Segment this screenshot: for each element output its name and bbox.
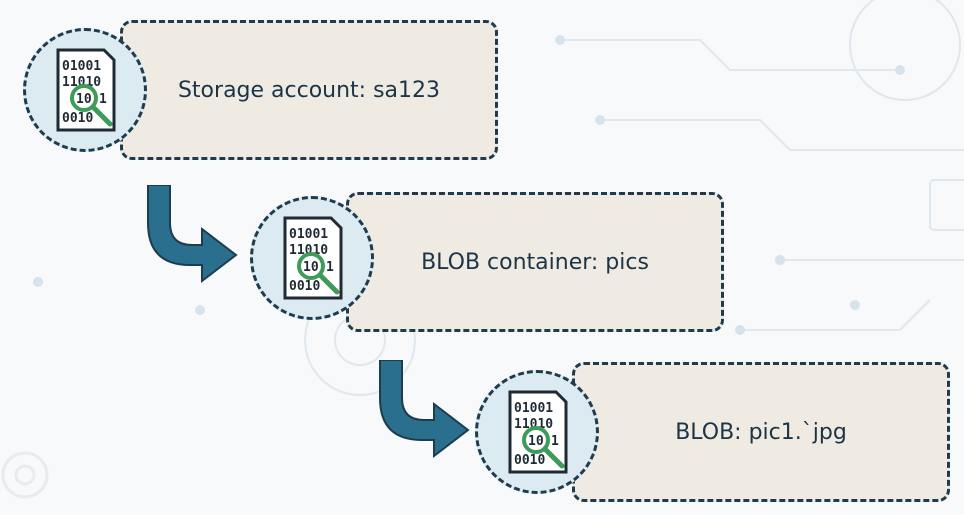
binary-document-search-icon: 01001 11010 10 1 0010 xyxy=(56,48,116,132)
icon-binary-line-1: 01001 xyxy=(514,401,553,416)
arrow-icon xyxy=(147,185,238,284)
blob-container-icon-badge: 01001 11010 10 1 0010 xyxy=(250,196,374,320)
arrow-icon xyxy=(379,360,470,459)
binary-document-search-icon: 01001 11010 10 1 0010 xyxy=(508,390,568,474)
icon-binary-line-3b: 1 xyxy=(99,92,107,107)
icon-binary-line-3: 10 xyxy=(76,92,92,107)
icon-binary-line-3: 10 xyxy=(528,434,544,449)
icon-binary-line-1: 01001 xyxy=(289,227,328,242)
blob-container-box: BLOB container: pics xyxy=(346,192,724,332)
blob-container-label: BLOB container: pics xyxy=(421,249,649,275)
storage-account-icon-badge: 01001 11010 10 1 0010 xyxy=(23,28,147,152)
icon-binary-line-3b: 1 xyxy=(551,434,559,449)
blob-box: BLOB: pic1.`jpg xyxy=(572,362,950,502)
icon-binary-line-1: 01001 xyxy=(62,59,101,74)
icon-binary-line-4: 0010 xyxy=(514,453,545,468)
icon-binary-line-4: 0010 xyxy=(62,111,93,126)
icon-binary-line-3b: 1 xyxy=(326,260,334,275)
icon-binary-line-3: 10 xyxy=(303,260,319,275)
storage-account-label: Storage account: sa123 xyxy=(177,77,441,103)
blob-icon-badge: 01001 11010 10 1 0010 xyxy=(475,370,599,494)
storage-account-box: Storage account: sa123 xyxy=(120,20,498,160)
blob-label: BLOB: pic1.`jpg xyxy=(675,419,847,445)
icon-binary-line-4: 0010 xyxy=(289,279,320,294)
binary-document-search-icon: 01001 11010 10 1 0010 xyxy=(283,216,343,300)
